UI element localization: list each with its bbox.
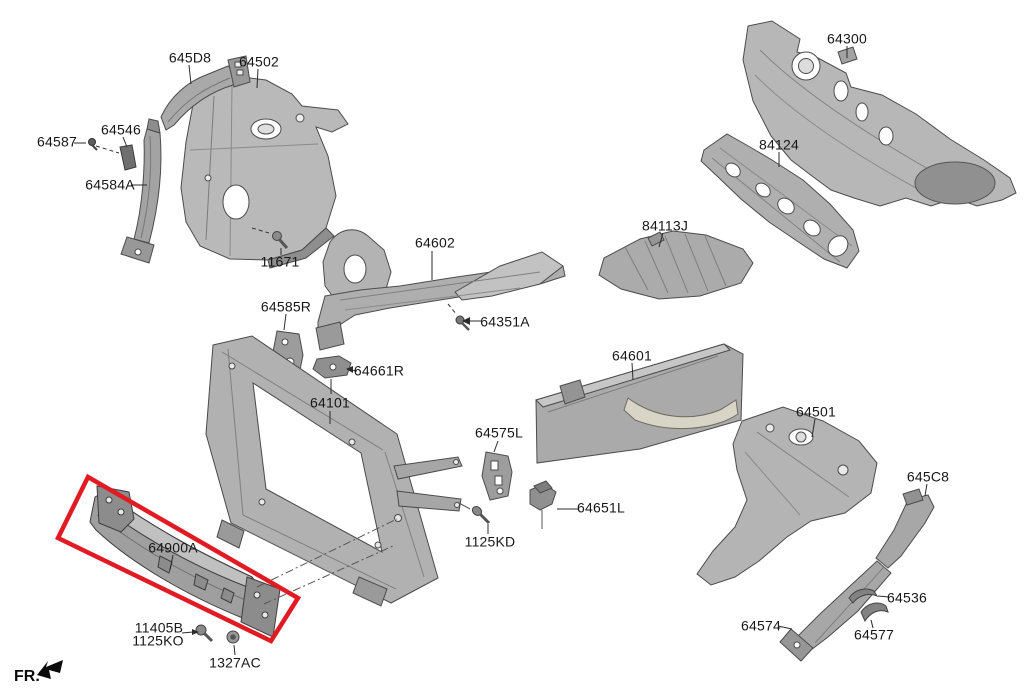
part-645d8-shape [161,56,250,130]
part-1125kd-bolt [459,503,489,523]
part-label-1327ac[interactable]: 1327AC [209,654,261,671]
part-64300-shape [743,21,1016,206]
part-label-64101[interactable]: 64101 [310,394,350,411]
highlight-box [58,477,298,641]
part-84124-shape [701,134,859,268]
part-64101-shape [206,336,462,606]
leader-dashed-lines [96,146,457,315]
part-label-11405b[interactable]: 11405B [134,619,184,636]
part-84113j-shape [599,231,753,299]
part-label-84113j[interactable]: 84113J [641,217,689,234]
part-label-64651l[interactable]: 64651L [577,499,625,516]
part-label-64601[interactable]: 64601 [612,347,652,364]
leader-lines [74,46,927,655]
fr-arrow-icon [37,660,63,679]
leader-arrowheads [192,317,470,635]
part-11671-bolt [273,232,288,249]
part-label-64900a[interactable]: 64900A [148,539,198,556]
part-label-64584a[interactable]: 64584A [85,176,135,193]
part-64501-shape [697,407,877,585]
part-64661r-shape [313,356,351,378]
part-label-11671[interactable]: 11671 [260,253,300,270]
part-1327ac-nut [227,631,239,643]
part-label-64602[interactable]: 64602 [415,234,455,251]
part-64536-shape [849,589,877,603]
fr-direction-label: FR. [14,668,40,685]
part-label-64587[interactable]: 64587 [37,133,77,150]
part-64546-shape [120,145,136,170]
part-label-64536[interactable]: 64536 [887,589,927,606]
part-label-64501[interactable]: 64501 [796,403,836,420]
part-label-645c8[interactable]: 645C8 [906,468,950,485]
part-label-64300[interactable]: 64300 [827,30,867,47]
part-label-64574[interactable]: 64574 [741,617,781,634]
part-label-64546[interactable]: 64546 [101,121,141,138]
part-label-1125ko[interactable]: 1125KO [132,632,184,649]
part-64577-shape [861,603,888,621]
part-label-64577[interactable]: 64577 [854,626,894,643]
part-64602-shape [316,230,565,350]
part-64574-shape [780,561,891,661]
part-label-64585r[interactable]: 64585R [260,298,312,315]
alignment-dashed-lines [257,519,397,604]
part-label-64502[interactable]: 64502 [239,53,279,70]
part-64502-shape [181,76,348,268]
part-label-64661r[interactable]: 64661R [353,362,405,379]
part-645c8-shape [876,489,934,568]
part-64651l-shape [530,481,556,529]
part-label-64575l[interactable]: 64575L [475,424,523,441]
part-label-64351a[interactable]: 64351A [480,313,530,330]
part-label-1125kd[interactable]: 1125KD [464,533,516,550]
part-64575l-shape [482,452,512,500]
part-11405b-bolt [196,625,212,641]
part-label-645d8[interactable]: 645D8 [168,49,212,66]
part-label-84124[interactable]: 84124 [759,136,799,153]
part-64587-shape [89,139,98,151]
part-64584a-shape [121,119,161,263]
